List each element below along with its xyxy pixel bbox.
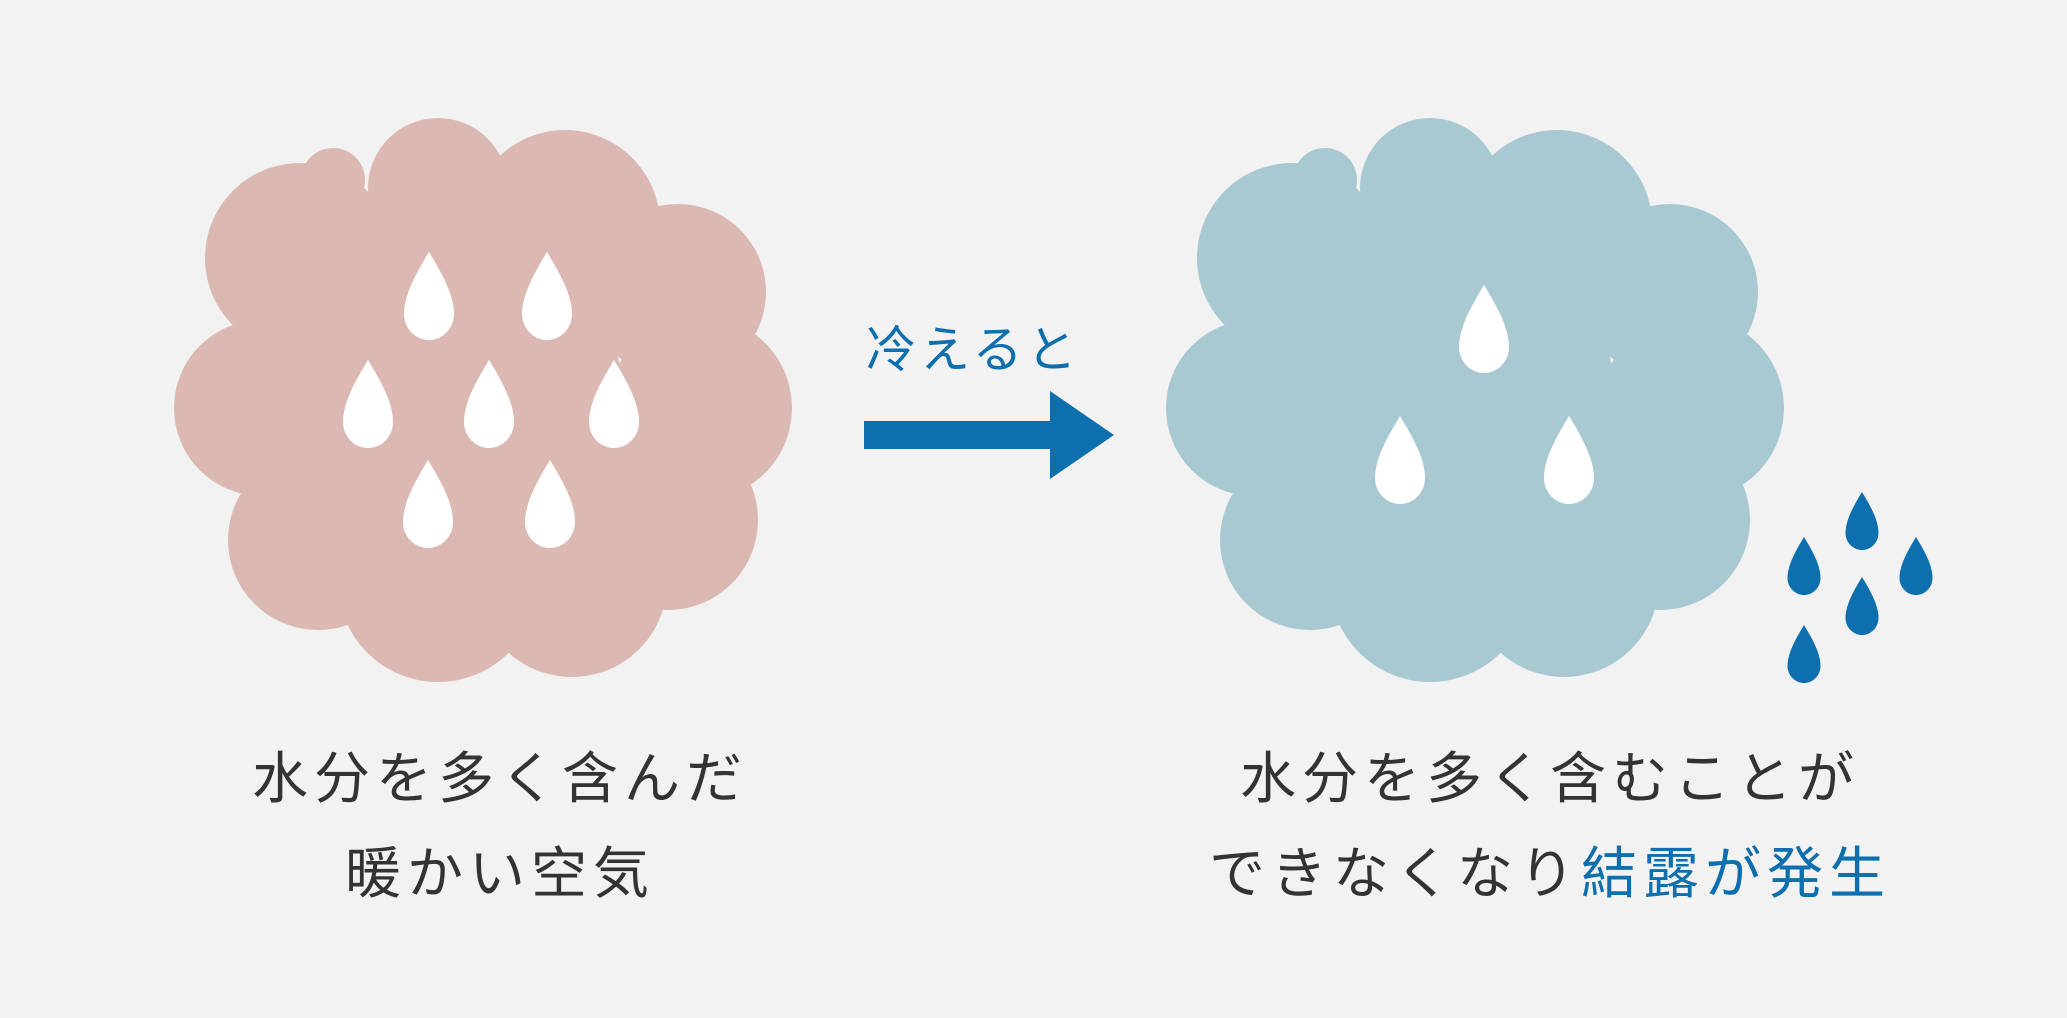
warm-air-caption: 水分を多く含んだ 暖かい空気 — [160, 732, 840, 922]
water-drop-icon — [1787, 537, 1821, 596]
water-drop-icon — [1899, 537, 1933, 596]
condensation-highlight: 結露が発生 — [1581, 842, 1891, 907]
cool-air-caption-line2-plain: できなくなり — [1209, 842, 1581, 907]
arrow-label: 冷えると — [866, 321, 1081, 379]
warm-cloud-icon — [174, 118, 792, 682]
water-drop-icon — [1845, 577, 1879, 636]
cool-air-caption: 水分を多く含むことが できなくなり結露が発生 — [1100, 732, 2000, 922]
falling-drops-group — [1787, 492, 1933, 684]
warm-air-caption-line2: 暖かい空気 — [345, 842, 655, 907]
cool-air-caption-line1: 水分を多く含むことが — [1240, 747, 1860, 812]
right-arrow-icon — [864, 391, 1114, 479]
warm-air-caption-line1: 水分を多く含んだ — [252, 747, 748, 812]
water-drop-icon — [1845, 492, 1879, 551]
water-drop-icon — [1787, 625, 1821, 684]
cool-cloud-icon — [1166, 118, 1784, 682]
cool-air-caption-line2: できなくなり結露が発生 — [1100, 827, 2000, 922]
